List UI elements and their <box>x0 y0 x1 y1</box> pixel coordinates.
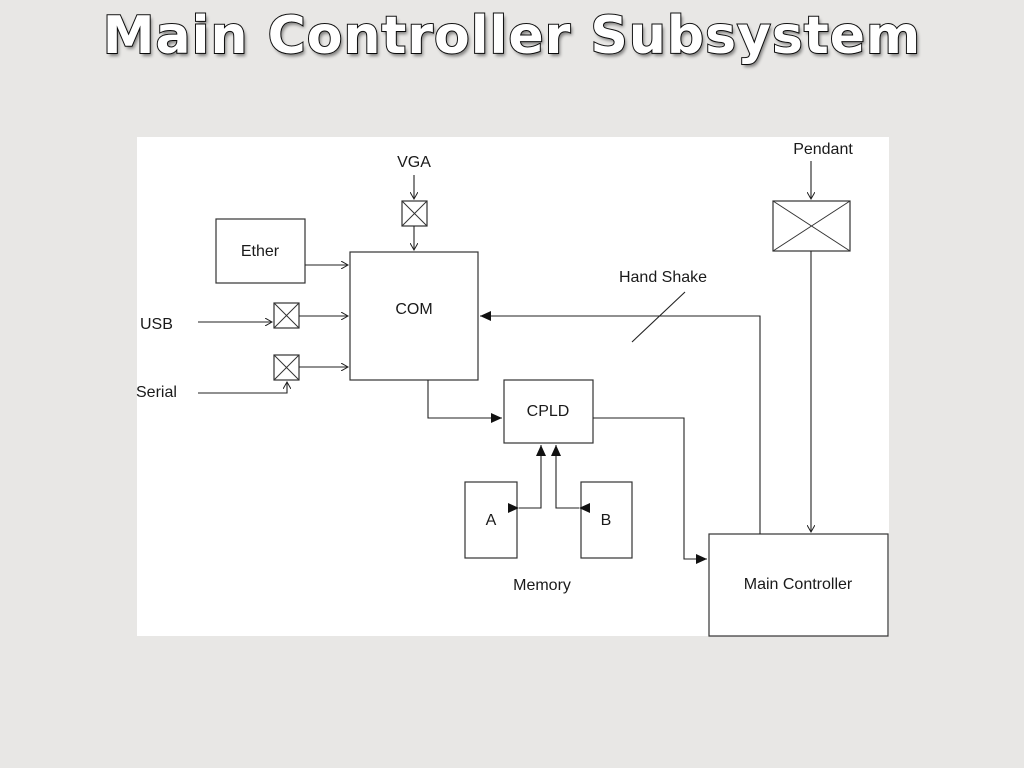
pendant-connector-icon <box>772 200 851 252</box>
main-controller-block: Main Controller <box>708 533 889 637</box>
cpld-block: CPLD <box>503 379 594 444</box>
usb-connector-icon <box>273 302 300 329</box>
serial-connector-icon <box>273 354 300 381</box>
serial-label: Serial <box>136 384 177 401</box>
ether-label: Ether <box>241 243 280 260</box>
slide-title: Main Controller Subsystem <box>102 5 922 67</box>
handshake-wire <box>480 311 761 534</box>
memory-a-label: A <box>486 512 497 529</box>
memory-a-block: A <box>464 481 518 559</box>
hand-shake-label: Hand Shake <box>619 269 707 286</box>
memory-b-block: B <box>580 481 633 559</box>
handshake-callout-line <box>631 291 686 343</box>
usb-label: USB <box>140 316 173 333</box>
pendant-label: Pendant <box>793 141 853 158</box>
com-block: COM <box>349 251 479 381</box>
vga-connector-icon <box>401 200 428 227</box>
main-controller-label: Main Controller <box>744 576 853 593</box>
cpld-memory-a-bus <box>508 445 546 513</box>
com-label: COM <box>395 301 432 318</box>
cpld-label: CPLD <box>527 403 570 420</box>
serial-input-wire <box>198 382 287 394</box>
com-to-cpld-wire <box>427 380 502 423</box>
cpld-to-main-wire <box>593 417 707 564</box>
memory-label: Memory <box>513 577 571 594</box>
ether-block: Ether <box>215 218 306 284</box>
cpld-memory-b-bus <box>551 445 590 513</box>
memory-b-label: B <box>601 512 612 529</box>
vga-label: VGA <box>397 154 431 171</box>
